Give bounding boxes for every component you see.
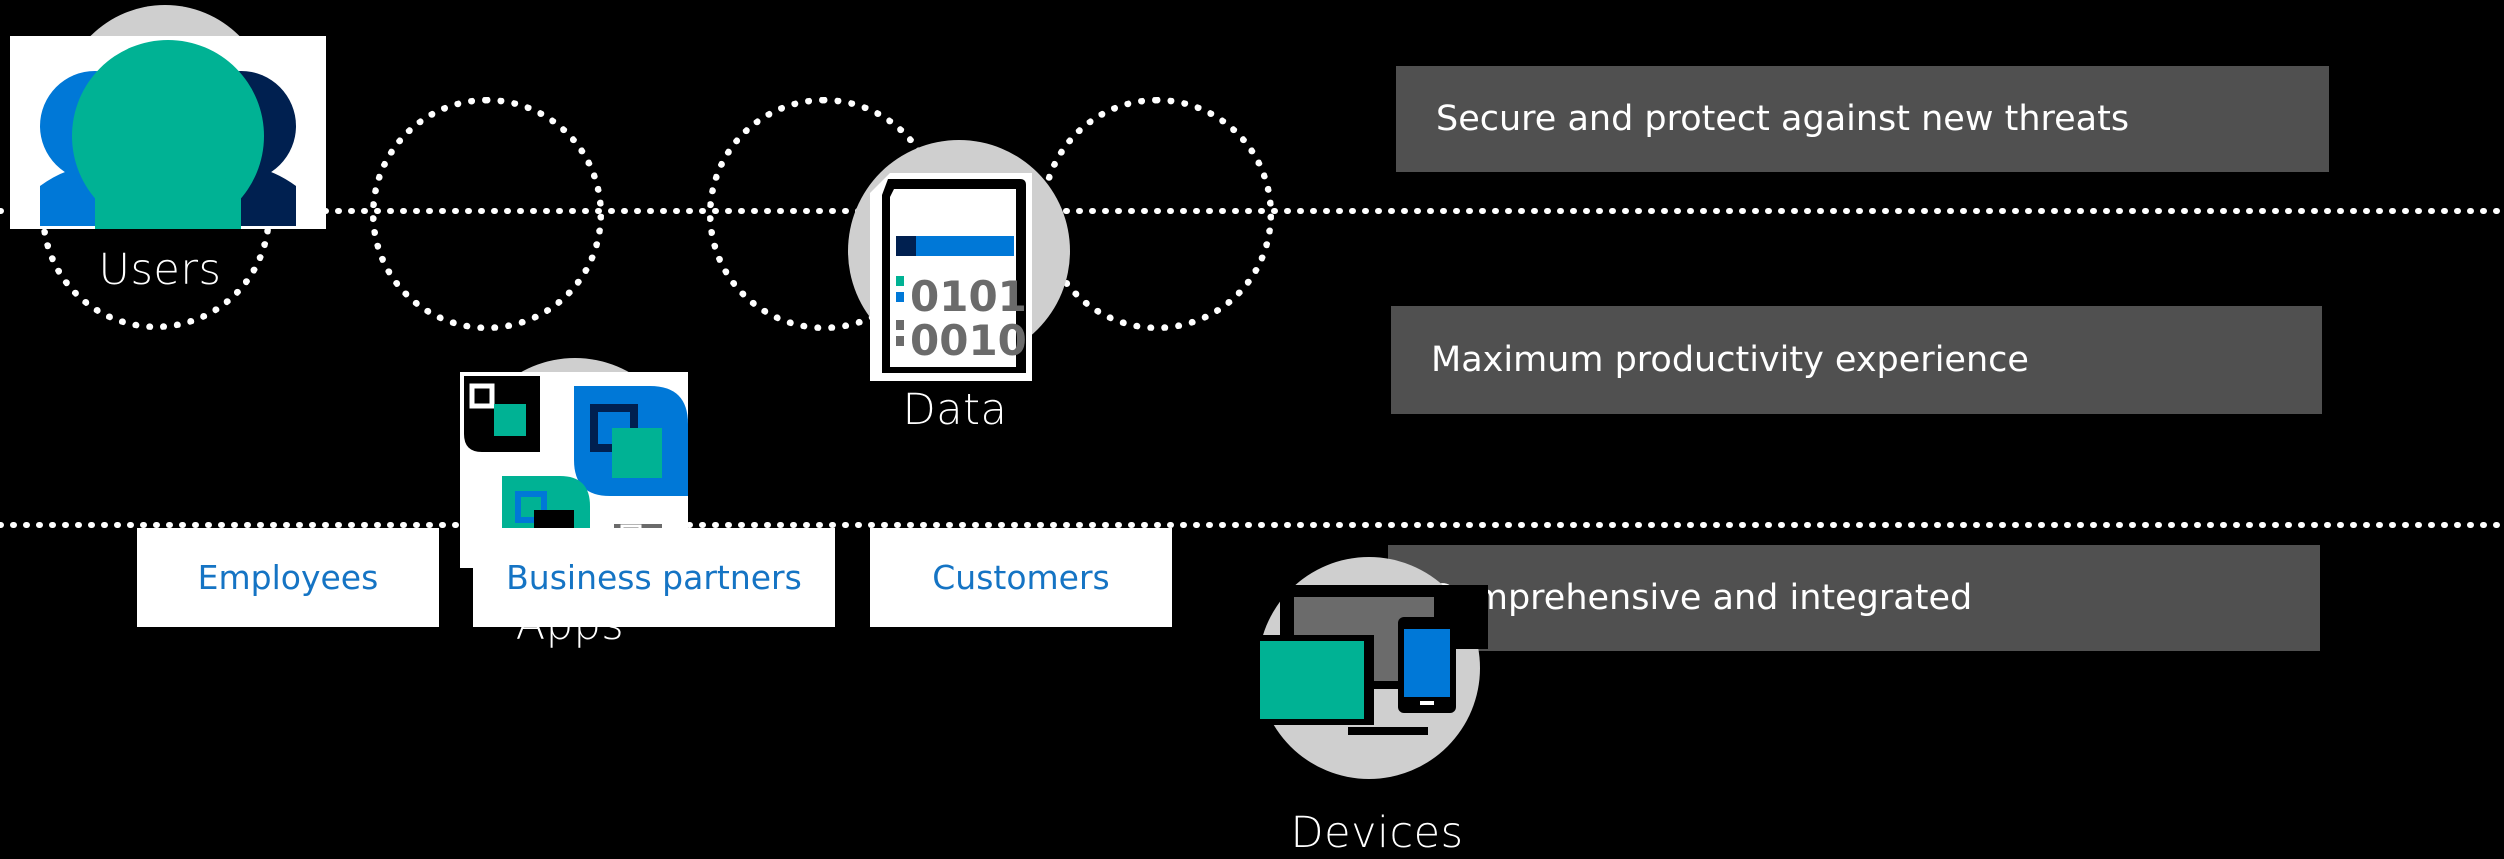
users-label: Users	[98, 245, 222, 295]
users-icon	[10, 28, 326, 244]
apps-icon-overlap	[460, 372, 688, 524]
value-secure: Secure and protect against new threats	[1396, 66, 2329, 172]
chip-customers: Customers	[870, 528, 1172, 627]
chip-employees: Employees	[137, 528, 439, 627]
data-label: Data	[902, 385, 1008, 435]
value-comprehensive: Comprehensive and integrated	[1388, 545, 2320, 651]
value-productivity: Maximum productivity experience	[1391, 306, 2322, 414]
devices-icon	[1258, 585, 1488, 745]
data-file-icon: 0101 0010	[870, 173, 1032, 381]
svg-text:0010: 0010	[910, 316, 1027, 365]
devices-label: Devices	[1290, 808, 1464, 858]
dotted-circle-2	[370, 97, 604, 331]
chip-business-partners: Business partners	[473, 528, 835, 627]
dotted-circle-4	[1040, 97, 1274, 331]
svg-text:0101: 0101	[910, 272, 1027, 321]
